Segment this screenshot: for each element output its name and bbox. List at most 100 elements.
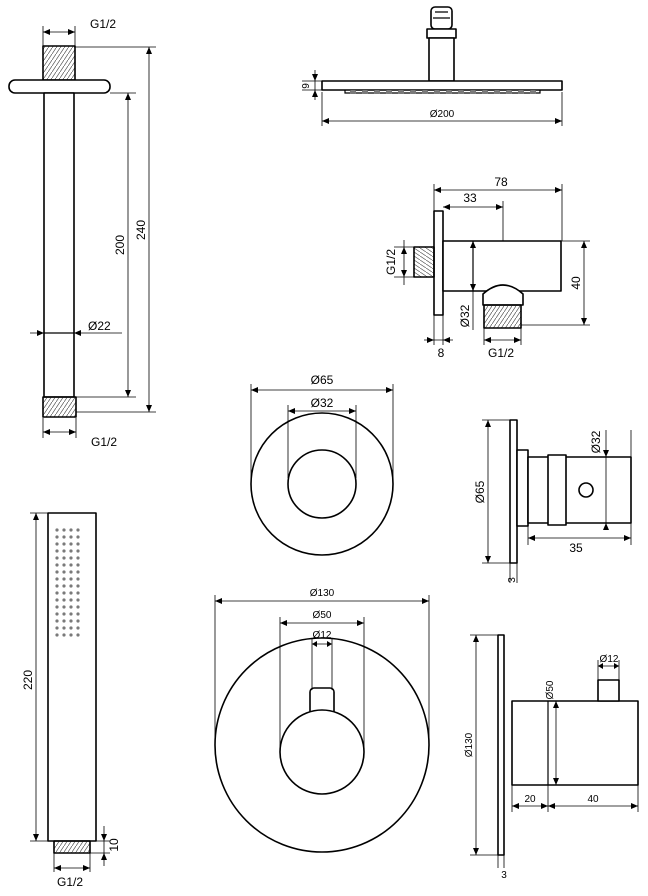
outlet-thread-side xyxy=(413,246,435,278)
nozzle-dot xyxy=(69,584,73,588)
nozzle-dot xyxy=(55,549,59,553)
nozzle-dot xyxy=(62,535,66,539)
nozzle-dot xyxy=(76,633,80,637)
nozzle-dot xyxy=(76,549,80,553)
nozzle-dot xyxy=(62,577,66,581)
nozzle-dot xyxy=(62,633,66,637)
nozzle-dot xyxy=(62,619,66,623)
nozzle-dot xyxy=(76,584,80,588)
arm-thread-top xyxy=(42,45,76,81)
small-valve-side: Ø65 Ø32 35 3 xyxy=(473,419,632,583)
outlet-dome xyxy=(482,284,524,306)
nozzle-dot xyxy=(69,535,73,539)
nozzle-dot xyxy=(62,626,66,630)
nozzle-dot xyxy=(55,570,59,574)
nozzle-dot xyxy=(62,612,66,616)
nozzle-dot xyxy=(76,612,80,616)
valve-length-label: 35 xyxy=(569,541,583,555)
head-plate xyxy=(321,80,563,91)
nozzle-dot xyxy=(76,619,80,623)
arm-thread-bottom-label: G1/2 xyxy=(91,435,117,449)
nozzle-dot xyxy=(76,528,80,532)
arm-length-total-label: 240 xyxy=(134,220,148,240)
nozzle-dot xyxy=(55,605,59,609)
mixer-offset-label: 20 xyxy=(524,794,536,805)
arm-thread-top-label: G1/2 xyxy=(90,17,116,31)
valve-plate xyxy=(509,419,518,564)
outlet-width-inner-label: 33 xyxy=(463,191,477,205)
head-thickness-label: 9 xyxy=(301,83,312,89)
nozzle-dot xyxy=(62,549,66,553)
mixer-plate-label: Ø130 xyxy=(464,732,475,757)
mixer-thickness-label: 3 xyxy=(501,870,507,881)
head-connector xyxy=(426,28,457,39)
arm-diameter-label: Ø22 xyxy=(88,319,111,333)
head-neck xyxy=(428,37,455,82)
nozzle-dot xyxy=(62,605,66,609)
hand-shower-neck-label: 10 xyxy=(107,838,121,852)
large-rosette: Ø130 Ø50 Ø12 xyxy=(214,588,430,853)
wall-outlet: 78 33 G1/2 40 Ø32 8 G1/2 xyxy=(384,175,590,360)
large-rosette-inner-label: Ø12 xyxy=(313,630,332,641)
mixer-body-label: Ø50 xyxy=(545,680,556,699)
nozzle-dot xyxy=(55,591,59,595)
arm-length-inner-label: 200 xyxy=(113,235,127,255)
nozzle-dot xyxy=(76,577,80,581)
nozzle-dot xyxy=(69,542,73,546)
nozzle-dot xyxy=(62,584,66,588)
arm-tube xyxy=(43,92,75,398)
nozzle-dot xyxy=(55,626,59,630)
nozzle-dot xyxy=(76,535,80,539)
outlet-height-label: 40 xyxy=(569,276,583,290)
hand-shower-body xyxy=(47,512,97,842)
small-rosette-inner-label: Ø32 xyxy=(311,396,334,410)
outlet-width-total-label: 78 xyxy=(494,175,508,189)
mixer-length-label: 40 xyxy=(587,794,599,805)
nozzle-dot xyxy=(69,605,73,609)
head-diameter-label: Ø200 xyxy=(430,109,455,120)
outlet-flange-label: 8 xyxy=(438,346,445,360)
large-rosette-middle-label: Ø50 xyxy=(313,610,332,621)
nozzle-dot xyxy=(62,570,66,574)
ceiling-arm: G1/2 200 240 Ø22 G1/2 xyxy=(8,17,156,449)
valve-body-label: Ø32 xyxy=(589,430,603,453)
outlet-thread-bottom-label: G1/2 xyxy=(488,346,514,360)
valve-knob-hole xyxy=(578,482,594,498)
nozzle-dot xyxy=(55,542,59,546)
nozzle-dot xyxy=(55,633,59,637)
nozzle-dot xyxy=(76,626,80,630)
nozzle-dot xyxy=(55,528,59,532)
nozzle-dot xyxy=(69,563,73,567)
small-rosette-outer-label: Ø65 xyxy=(311,373,334,387)
nozzle-dot xyxy=(62,556,66,560)
mixer-spindle-label: Ø12 xyxy=(600,654,619,665)
outlet-thread-bottom xyxy=(483,304,522,329)
hand-shower-thread-label: G1/2 xyxy=(57,875,83,889)
small-rosette-inner xyxy=(287,449,357,519)
nozzle-dot xyxy=(76,542,80,546)
nozzle-dot xyxy=(69,591,73,595)
mixer-side: Ø130 Ø50 Ø12 20 40 3 xyxy=(464,634,639,881)
nozzle-dot xyxy=(69,598,73,602)
large-rosette-hub xyxy=(279,709,365,795)
nozzle-dot xyxy=(55,619,59,623)
nozzle-dot xyxy=(69,633,73,637)
nozzle-dot xyxy=(62,528,66,532)
nozzle-dot xyxy=(69,619,73,623)
nozzle-dot xyxy=(76,563,80,567)
nozzle-dot xyxy=(69,612,73,616)
large-rosette-outer-label: Ø130 xyxy=(310,588,335,599)
hand-shower-nozzle-grid xyxy=(55,528,80,637)
nozzle-dot xyxy=(76,570,80,574)
valve-plate-label: 3 xyxy=(507,577,518,583)
nozzle-dot xyxy=(76,556,80,560)
nozzle-dot xyxy=(55,535,59,539)
nozzle-dot xyxy=(76,591,80,595)
valve-collar xyxy=(547,454,567,526)
nozzle-dot xyxy=(69,549,73,553)
outlet-body xyxy=(442,240,562,292)
arm-flange xyxy=(8,79,111,94)
nozzle-dot xyxy=(69,556,73,560)
nozzle-dot xyxy=(69,577,73,581)
